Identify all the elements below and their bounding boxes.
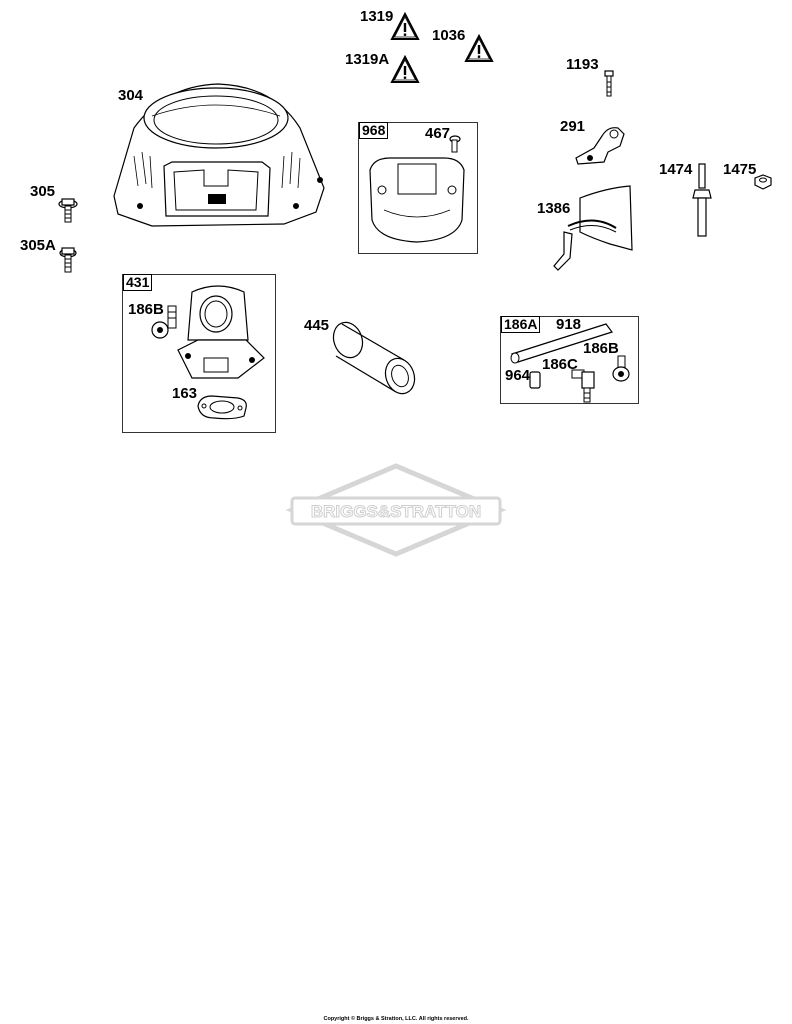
warning-triangle-icon[interactable] xyxy=(390,54,420,85)
callout-163[interactable]: 163 xyxy=(172,385,198,402)
shaft-1474-part[interactable] xyxy=(690,162,714,238)
air-cleaner-base-431-part[interactable] xyxy=(168,280,268,384)
callout-918[interactable]: 918 xyxy=(556,316,582,333)
fitting-186B-left-part[interactable] xyxy=(150,304,184,342)
callout-1475[interactable]: 1475 xyxy=(723,161,757,178)
bolt-1193-part[interactable] xyxy=(602,70,616,98)
callout-305A[interactable]: 305A xyxy=(20,237,56,254)
bracket-291-part[interactable] xyxy=(574,118,626,166)
screw-305A-part[interactable] xyxy=(56,246,80,276)
watermark-brand-text: BRIGGS&STRATTON xyxy=(311,502,481,521)
warning-triangle-icon[interactable] xyxy=(464,33,494,64)
callout-467[interactable]: 467 xyxy=(425,125,451,142)
nut-1475-part[interactable] xyxy=(752,174,774,190)
cover-968-part[interactable] xyxy=(364,150,470,246)
callout-305[interactable]: 305 xyxy=(30,183,56,200)
callout-186B-left[interactable]: 186B xyxy=(128,301,164,318)
group-box-968 xyxy=(358,122,478,254)
callout-1193[interactable]: 1193 xyxy=(566,56,599,73)
gasket-163-part[interactable] xyxy=(194,392,250,422)
fastener-467-part[interactable] xyxy=(446,134,462,156)
callout-186A[interactable]: 186A xyxy=(501,316,541,333)
callout-1474[interactable]: 1474 xyxy=(659,161,693,178)
plug-964-part[interactable] xyxy=(528,370,542,390)
hose-918-part[interactable] xyxy=(508,320,616,366)
callout-304[interactable]: 304 xyxy=(118,87,144,104)
callout-964[interactable]: 964 xyxy=(505,367,531,384)
fitting-186B-right-part[interactable] xyxy=(606,354,636,384)
callout-186C[interactable]: 186C xyxy=(542,356,578,373)
callout-1319A[interactable]: 1319A xyxy=(345,51,390,68)
group-box-186A xyxy=(500,316,639,404)
callout-1319[interactable]: 1319 xyxy=(360,8,394,25)
shield-1386-part[interactable] xyxy=(550,184,634,274)
warning-triangle-icon[interactable] xyxy=(390,11,420,42)
air-filter-445-part[interactable] xyxy=(324,318,424,398)
briggs-stratton-watermark: BRIGGS&STRATTON xyxy=(285,463,507,557)
callout-445[interactable]: 445 xyxy=(304,317,330,334)
copyright-footer: Copyright © Briggs & Stratton, LLC. All … xyxy=(323,1016,469,1022)
group-box-431 xyxy=(122,274,276,433)
screw-305-part[interactable] xyxy=(56,196,80,226)
callout-1386[interactable]: 1386 xyxy=(537,200,571,217)
callout-186B-right[interactable]: 186B xyxy=(583,340,619,357)
fitting-186C-part[interactable] xyxy=(568,366,598,404)
callout-431[interactable]: 431 xyxy=(123,274,153,291)
callout-968[interactable]: 968 xyxy=(359,122,389,139)
callout-291[interactable]: 291 xyxy=(560,118,586,135)
blower-housing-part[interactable] xyxy=(104,76,332,232)
callout-1036[interactable]: 1036 xyxy=(432,27,466,44)
